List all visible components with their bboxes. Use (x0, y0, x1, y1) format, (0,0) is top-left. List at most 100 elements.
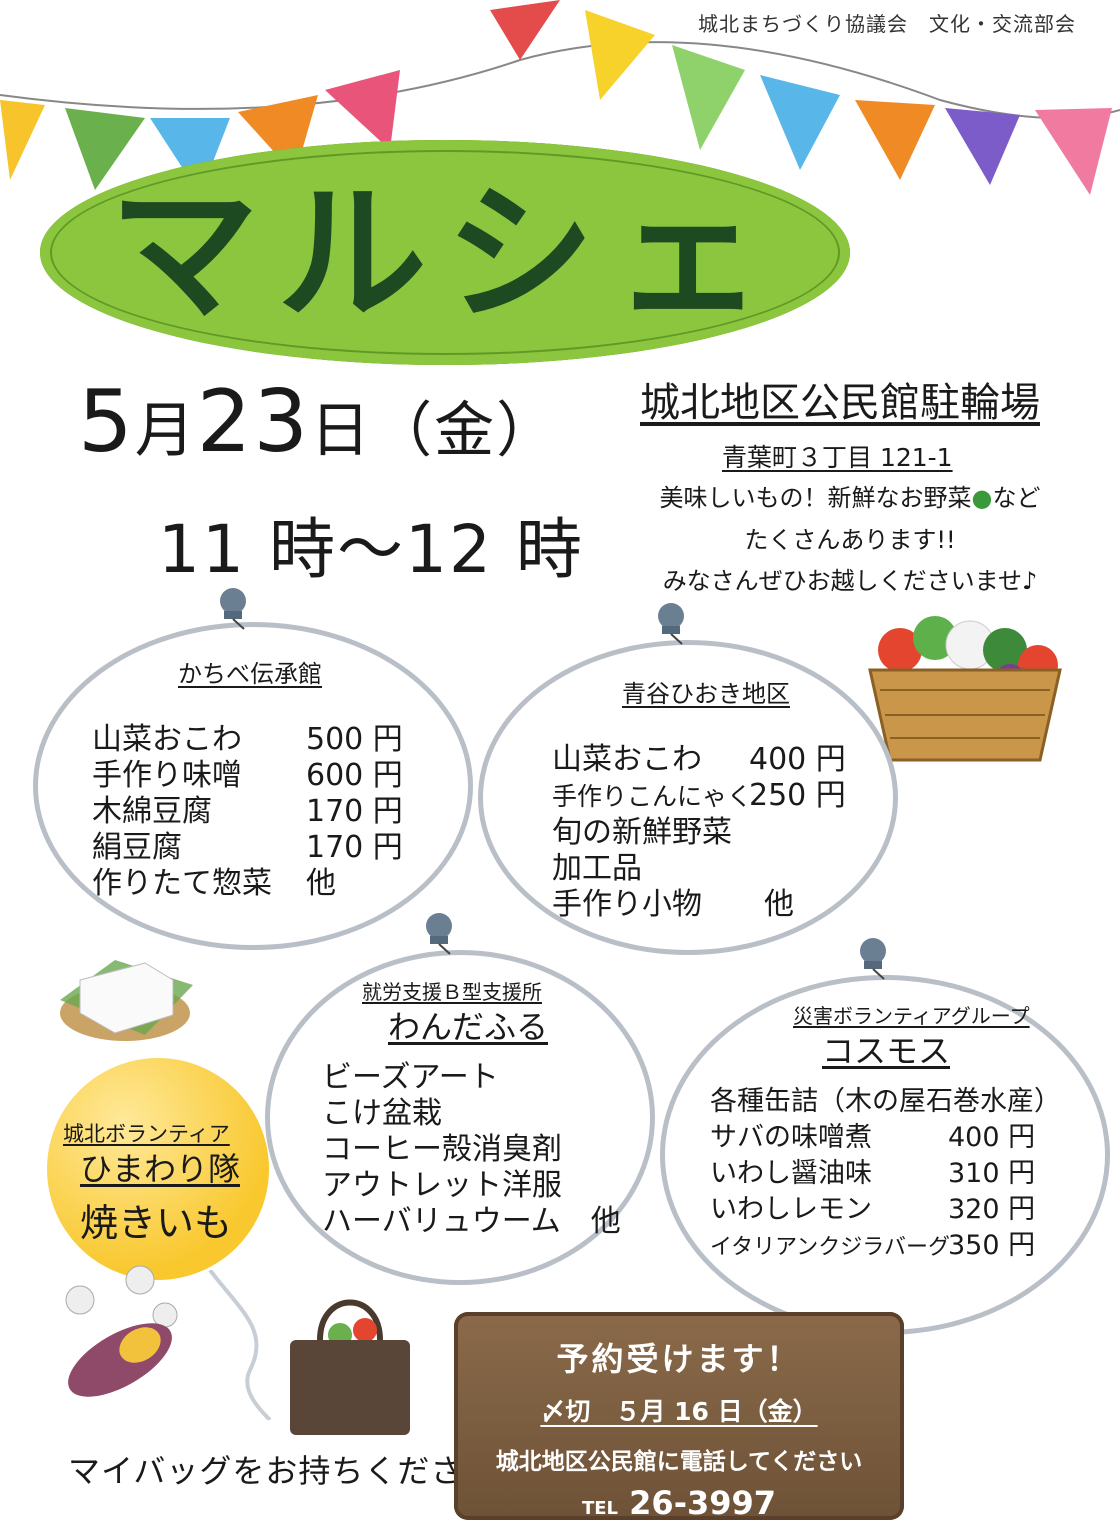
item-label: サバの味噌煮 (710, 1122, 872, 1153)
store-items-wonderful: ビーズアート こけ盆栽 コーヒー殻消臭剤 アウトレット洋服 ハーバリュウーム 他 (322, 1060, 622, 1240)
tel-number: 26-3997 (629, 1484, 777, 1522)
reservation-title: 予約受けます！ (556, 1340, 802, 1378)
item-label: 木綿豆腐 (92, 794, 212, 829)
himawari-sub: 城北ボランティア (63, 1122, 230, 1146)
item-label: 手作りこんにゃく (552, 782, 753, 811)
item-label: いわし醤油味 (710, 1158, 872, 1189)
item-price: 320 円 (948, 1194, 1036, 1225)
flag-icon (672, 45, 745, 150)
item-label: イタリアンクジラバーグ (710, 1235, 951, 1260)
store-circle-kachibe (33, 622, 473, 950)
flag-icon (150, 118, 230, 195)
pushpin-icon (658, 603, 684, 645)
flag-icon (945, 108, 1020, 185)
balloon-himawari (47, 1058, 269, 1280)
sweet-potato-icon (65, 1265, 178, 1397)
title-oval (40, 140, 850, 365)
message-text-end: など (992, 484, 1041, 512)
item-label: 手作り小物 (552, 887, 702, 922)
pushpin-icon (220, 588, 246, 630)
item-label: 各種缶詰（木の屋石巻水産） (710, 1086, 1061, 1117)
vegetable-basket-icon (868, 616, 1062, 762)
list-item: 作りたて惣菜他 (92, 866, 422, 902)
flag-icon (65, 108, 145, 190)
item-price: 400 円 (749, 742, 846, 777)
store-circle-aoya (478, 640, 898, 955)
item-price: 他 (306, 866, 336, 901)
item-price: 250 円 (749, 778, 846, 813)
item-label: 加工品 (552, 851, 642, 886)
store-name-wonderful: わんだふる (388, 1008, 549, 1046)
list-item: コーヒー殻消臭剤 (322, 1132, 562, 1167)
item-label: 山菜おこわ (92, 722, 242, 757)
list-item: 旬の新鮮野菜 (552, 815, 872, 851)
date-month-unit: 月 (134, 396, 197, 466)
list-item: ハーバリュウーム 他 (322, 1204, 621, 1239)
balloon-string-icon (208, 1270, 272, 1420)
list-item: いわし醤油味 310 円 (710, 1156, 1050, 1192)
himawari-name: ひまわり隊 (80, 1150, 241, 1188)
item-price: 400 円 (948, 1122, 1036, 1153)
flag-icon (585, 10, 655, 100)
item-label: 旬の新鮮野菜 (552, 815, 732, 850)
reservation-deadline: 〆切 ５月 16 日（金） (540, 1397, 818, 1426)
list-item: 山菜おこわ 400 円 (552, 742, 872, 778)
message-line-2: たくさんあります!! (744, 526, 956, 554)
date-day: 23 (196, 372, 311, 472)
flag-icon (325, 70, 400, 150)
store-name-cosmos: コスモス (822, 1032, 951, 1070)
venue-name: 城北地区公民館駐輪場 (640, 380, 1040, 426)
pushpin-icon (860, 938, 886, 980)
list-item: アウトレット洋服 (322, 1168, 562, 1203)
page-title: マルシェ (108, 168, 781, 342)
flag-icon (855, 100, 935, 180)
list-item: 各種缶詰（木の屋石巻水産） (710, 1084, 1061, 1120)
message-line-3: みなさんぜひお越しくださいませ♪ (662, 567, 1038, 595)
item-label: 作りたて惣菜 (92, 866, 272, 901)
flag-icon (490, 0, 560, 60)
list-item: 絹豆腐 170 円 (92, 830, 422, 866)
reservation-call: 城北地区公民館に電話してください (495, 1449, 863, 1475)
item-label: 絹豆腐 (92, 830, 182, 865)
list-item: こけ盆栽 (322, 1096, 442, 1131)
store-items-cosmos: 各種缶詰（木の屋石巻水産） サバの味噌煮 400 円 いわし醤油味 310 円 いわ… (710, 1084, 1061, 1266)
list-item: 山菜おこわ 500 円 (92, 722, 422, 758)
list-item: 木綿豆腐 170 円 (92, 794, 422, 830)
item-price: 他 (764, 887, 794, 922)
tofu-icon (60, 960, 193, 1041)
item-price: 170 円 (306, 794, 403, 829)
venue-address: 青葉町３丁目 121-1 (722, 443, 953, 472)
pushpin-icon (426, 913, 452, 955)
date-weekday: （金） (372, 396, 559, 466)
himawari-item: 焼きいも (80, 1201, 233, 1245)
event-date: 5月23日（金） (78, 372, 558, 472)
organizer-label: 城北まちづくり協議会 文化・交流部会 (698, 12, 1076, 36)
flag-icon (1035, 108, 1112, 195)
list-item: サバの味噌煮 400 円 (710, 1120, 1050, 1156)
item-price: 170 円 (306, 830, 403, 865)
item-price: 310 円 (948, 1158, 1036, 1189)
message-text: 美味しいもの！新鮮なお野菜 (659, 484, 972, 512)
store-name-aoya: 青谷ひおき地区 (622, 680, 790, 708)
item-price: 350 円 (948, 1230, 1036, 1261)
store-sub-cosmos: 災害ボランティアグループ (793, 1004, 1030, 1028)
reservation-tel: TEL 26-3997 (454, 1484, 904, 1522)
item-label: 山菜おこわ (552, 742, 702, 777)
store-circle-wonderful (265, 950, 655, 1285)
flag-icon (760, 75, 840, 170)
item-price: 500 円 (306, 722, 403, 757)
eco-bag-icon (290, 1299, 410, 1435)
list-item: 手作り小物 他 (552, 887, 872, 923)
list-item: ビーズアート (322, 1060, 499, 1095)
list-item: いわしレモン 320 円 (710, 1192, 1050, 1228)
vegetable-icon: ● (971, 484, 993, 512)
flag-icon (0, 100, 45, 180)
event-time: 11 時～12 時 (158, 511, 584, 588)
message-line-1: 美味しいもの！新鮮なお野菜●など (600, 478, 1100, 513)
item-label: いわしレモン (710, 1194, 872, 1225)
